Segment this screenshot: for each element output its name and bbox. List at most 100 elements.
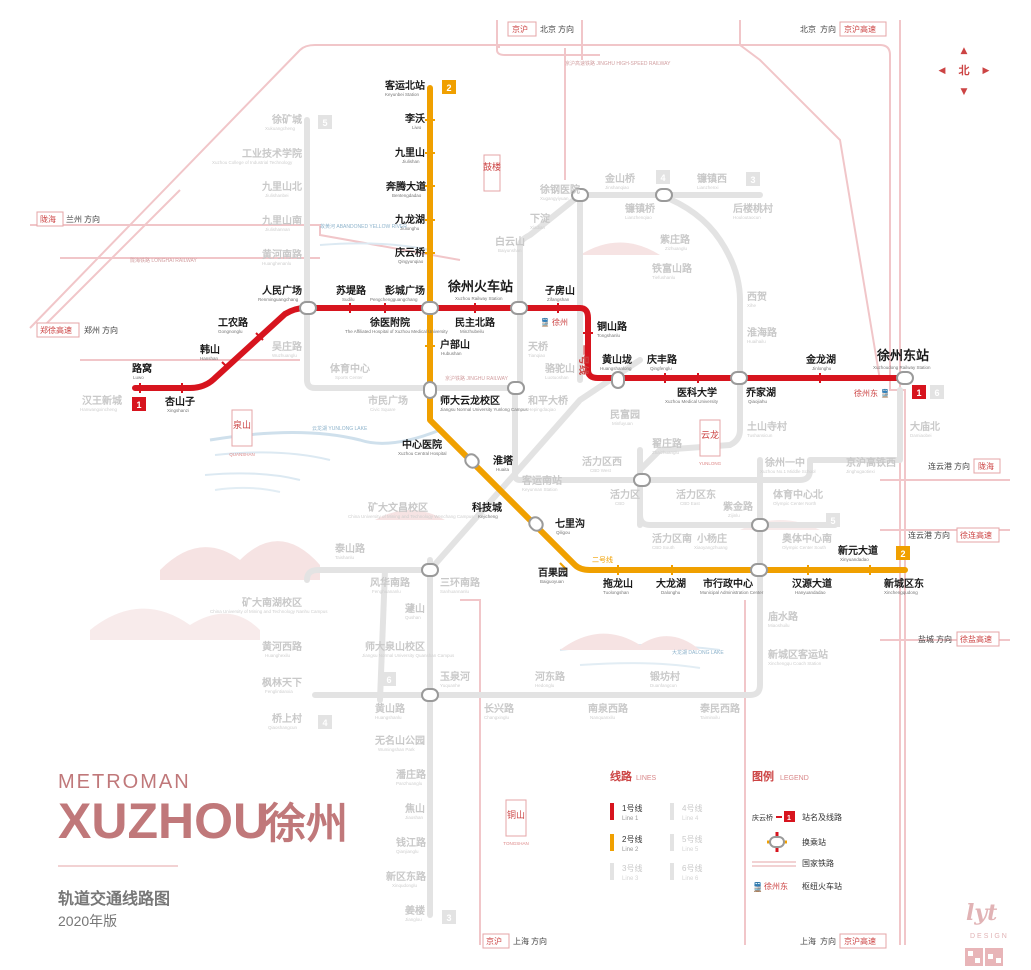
svg-text:Line 3: Line 3 xyxy=(622,876,639,882)
svg-text:1: 1 xyxy=(136,400,141,410)
line-2-station-ticks xyxy=(425,119,871,575)
direction-markers: 京沪 北京 方向 北京 方向 京沪高速 陇海 兰州 方向 郑徐高速 郑州 方向 … xyxy=(36,21,1001,949)
svg-text:2: 2 xyxy=(446,83,451,93)
svg-text:小杨庄: 小杨庄 xyxy=(696,532,727,545)
svg-text:方向: 方向 xyxy=(531,936,547,946)
svg-text:京沪: 京沪 xyxy=(486,936,502,946)
svg-text:Hanwangxincheng: Hanwangxincheng xyxy=(80,407,118,412)
line-2-path xyxy=(427,85,908,573)
line-2-inline-label: 二号线 xyxy=(592,555,613,564)
station-qingyunqiao: 庆云桥 xyxy=(394,246,426,259)
svg-text:Zizhuanglu: Zizhuanglu xyxy=(665,246,688,251)
city-title-en: XUZHOU xyxy=(58,793,269,849)
svg-text:Hanshan: Hanshan xyxy=(200,356,219,361)
svg-text:Zijinlu: Zijinlu xyxy=(728,513,740,518)
svg-text:Xiadian: Xiadian xyxy=(530,225,546,230)
svg-text:Huangshanlong: Huangshanlong xyxy=(600,366,632,371)
svg-text:Fenghuananlu: Fenghuananlu xyxy=(372,589,401,594)
svg-text:5号线: 5号线 xyxy=(682,834,702,844)
svg-text:CBD West: CBD West xyxy=(590,468,612,473)
svg-text:紫金路: 紫金路 xyxy=(723,500,754,513)
svg-text:图例: 图例 xyxy=(752,769,774,783)
svg-text:Huanghenanlu: Huanghenanlu xyxy=(262,261,292,266)
district-gulou: 鼓楼 xyxy=(483,161,501,172)
svg-text:Fenglintianxia: Fenglintianxia xyxy=(265,689,293,694)
svg-text:京沪高速: 京沪高速 xyxy=(844,936,876,946)
svg-text:Renminguangchang: Renminguangchang xyxy=(258,297,299,302)
svg-text:Huaita: Huaita xyxy=(496,467,510,472)
svg-text:客运南站: 客运南站 xyxy=(521,474,562,487)
svg-text:黄河南路: 黄河南路 xyxy=(262,248,303,261)
svg-text:Lianzhenqiao: Lianzhenqiao xyxy=(625,215,652,220)
svg-text:镰镇桥: 镰镇桥 xyxy=(624,202,656,215)
svg-text:Kejicheng: Kejicheng xyxy=(478,514,498,519)
svg-text:九里山北: 九里山北 xyxy=(261,180,302,193)
svg-text:Keyunbei Station: Keyunbei Station xyxy=(385,92,420,97)
svg-text:3号线: 3号线 xyxy=(622,863,642,873)
designer-logo-sub: DESIGN xyxy=(970,933,1009,940)
train-icon: 🚆 xyxy=(540,317,550,327)
district-labels: 鼓楼 泉山 QUANSHAN 云龙 YUNLONG 铜山 TONGSHAN xyxy=(229,154,722,846)
line-1-station-ticks xyxy=(139,303,821,393)
station-jiulishan: 九里山 xyxy=(394,146,425,159)
mountain-decoration xyxy=(90,242,820,650)
svg-text:Jinshanqiao: Jinshanqiao xyxy=(605,185,630,190)
svg-text:Olympic Center North: Olympic Center North xyxy=(773,501,817,506)
svg-text:5: 5 xyxy=(322,118,327,128)
train-icon: 🚆 xyxy=(880,388,890,398)
svg-text:Xinyuandadao: Xinyuandadao xyxy=(840,557,869,562)
svg-text:镰镇西: 镰镇西 xyxy=(696,172,727,185)
svg-text:矿大南湖校区: 矿大南湖校区 xyxy=(242,596,302,609)
station-hubushan: 户部山 xyxy=(439,338,470,351)
svg-text:Keyunnan Station: Keyunnan Station xyxy=(522,487,558,492)
svg-text:4: 4 xyxy=(322,718,327,728)
svg-text:姜楼: 姜楼 xyxy=(405,904,425,917)
svg-text:Tuolongshan: Tuolongshan xyxy=(603,590,629,595)
svg-text:CBD: CBD xyxy=(615,501,625,506)
svg-text:方向: 方向 xyxy=(954,461,970,471)
train-icon: 🚆 xyxy=(752,881,763,893)
station-tongshanlu: 铜山路 xyxy=(597,320,628,333)
svg-text:Sudilu: Sudilu xyxy=(342,297,355,302)
station-baiguoyuan: 百果园 xyxy=(538,567,568,579)
svg-text:玉泉河: 玉泉河 xyxy=(440,670,470,683)
svg-text:Baiyunshan: Baiyunshan xyxy=(498,248,522,253)
station-pengchengguangchang: 彭城广场 xyxy=(385,284,425,297)
svg-text:庆云桥: 庆云桥 xyxy=(752,813,773,822)
svg-text:徐连高速: 徐连高速 xyxy=(960,530,992,540)
svg-text:工业技术学院: 工业技术学院 xyxy=(242,147,302,160)
svg-text:Taiminxilu: Taiminxilu xyxy=(700,715,720,720)
svg-text:Nanquanxilu: Nanquanxilu xyxy=(590,715,616,720)
svg-text:骆驼山: 骆驼山 xyxy=(545,362,575,375)
svg-text:Olympic Center South: Olympic Center South xyxy=(782,545,827,550)
svg-text:Taishanlu: Taishanlu xyxy=(335,555,355,560)
svg-text:方向: 方向 xyxy=(820,24,836,34)
svg-text:京沪高速铁路 JINGHU HIGH-SPEED RAILW: 京沪高速铁路 JINGHU HIGH-SPEED RAILWAY xyxy=(565,60,671,67)
station-bentengdadao: 奔腾大道 xyxy=(385,180,426,193)
svg-text:盐城: 盐城 xyxy=(918,634,934,644)
svg-text:线路: 线路 xyxy=(610,769,633,783)
svg-text:翟庄路: 翟庄路 xyxy=(652,437,683,450)
legend-symbols: 图例 LEGEND 庆云桥 1 站名及线路 换乘站 国家铁路 🚆 徐州东 枢纽火… xyxy=(752,769,842,893)
svg-text:Xugangyiyuan: Xugangyiyuan xyxy=(540,196,569,201)
svg-text:市民广场: 市民广场 xyxy=(368,394,408,407)
svg-text:风华南路: 风华南路 xyxy=(370,576,411,589)
svg-text:Line 4: Line 4 xyxy=(682,816,699,822)
svg-text:Line 6: Line 6 xyxy=(682,876,699,882)
station-qiligou: 七里沟 xyxy=(555,517,585,530)
svg-text:北京: 北京 xyxy=(540,24,556,34)
svg-text:Huangshanlu: Huangshanlu xyxy=(375,715,402,720)
svg-text:Xinqudonglu: Xinqudonglu xyxy=(392,883,418,888)
svg-text:Xinchengqudong: Xinchengqudong xyxy=(884,590,918,595)
rail-tag-xuzhou: 🚆徐州 xyxy=(540,317,568,327)
planned-station-labels: 汉王新城 Hanwangxincheng 徐矿城 Xukuangcheng 工业… xyxy=(80,113,940,922)
station-tuolongshan: 拖龙山 xyxy=(603,577,633,590)
svg-text:Hepingdaqiao: Hepingdaqiao xyxy=(528,407,556,412)
station-xingshanzi: 杏山子 xyxy=(164,395,195,408)
svg-text:京沪: 京沪 xyxy=(512,24,528,34)
station-luwo: 路窝 xyxy=(132,362,152,375)
svg-text:Qiaojiahu: Qiaojiahu xyxy=(748,399,768,404)
svg-text:Qianjianglu: Qianjianglu xyxy=(396,849,419,854)
svg-text:Zhaizhuanglu: Zhaizhuanglu xyxy=(652,450,680,455)
